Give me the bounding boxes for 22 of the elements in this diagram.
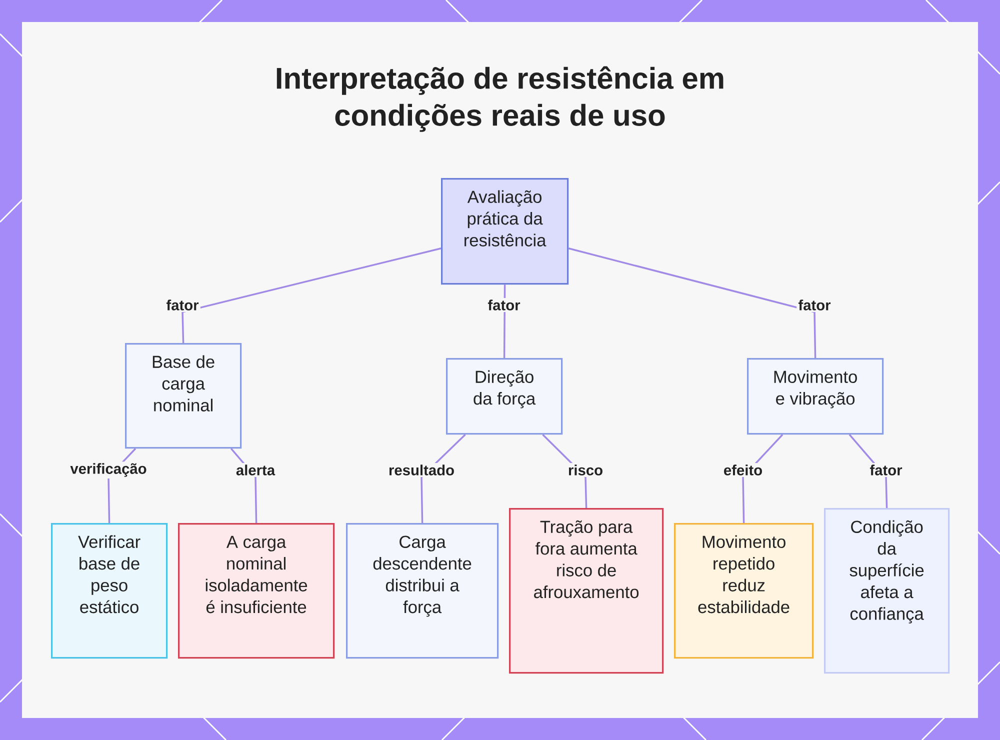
edge-label: fator — [796, 298, 832, 312]
title: Interpretação de resistência em condições reais de uso — [276, 66, 724, 132]
edge-label: alerta — [234, 463, 277, 477]
category-box: Base de carga nominal — [125, 343, 242, 449]
detail-box: Carga descendente distribui a força — [346, 523, 499, 659]
edge-label: resultado — [386, 463, 456, 477]
category-box: Movimento e vibração — [747, 358, 884, 435]
edge-label: risco — [566, 463, 605, 477]
edge-label: verificação — [68, 462, 148, 478]
detail-box: A carga nominal isoladamente é insuficiente — [178, 523, 335, 659]
edge-label: efeito — [722, 463, 764, 477]
connector-line — [568, 248, 816, 358]
edge-label: fator — [868, 463, 904, 477]
root-box: Avaliação prática da resistência — [441, 178, 569, 285]
category-box: Direção da força — [446, 358, 563, 435]
detail-box: Condição da superfície afeta a confiança — [824, 508, 950, 674]
detail-box: Verificar base de peso estático — [51, 523, 168, 659]
edge-label: fator — [164, 298, 200, 312]
connector-line — [182, 248, 442, 344]
detail-box: Tração para fora aumenta risco de afrouxamento — [509, 508, 664, 674]
detail-box: Movimento repetido reduz estabilidade — [674, 523, 814, 659]
edge-label: fator — [486, 298, 522, 312]
